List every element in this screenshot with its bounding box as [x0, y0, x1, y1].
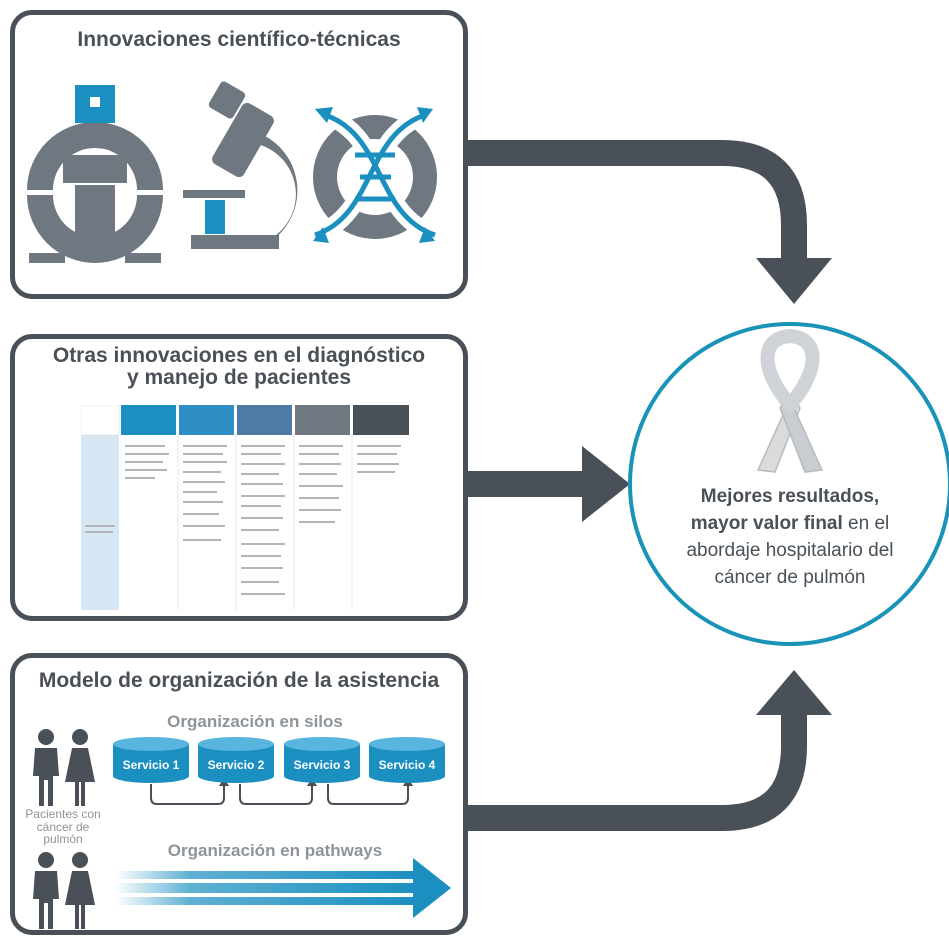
service-label-3: Servicio 3: [294, 758, 351, 772]
other-title-line2: y manejo de pacientes: [126, 366, 352, 390]
service-cylinder-3: [284, 737, 360, 783]
mri-scanner-icon: [27, 85, 163, 263]
patients-label-line1: Pacientes con: [25, 807, 101, 821]
outcome-line4: cáncer de pulmón: [714, 566, 866, 588]
person-male-icon: [33, 852, 59, 929]
awareness-ribbon-icon: [756, 328, 824, 473]
service-label-2: Servicio 2: [208, 758, 265, 772]
dna-icon: [311, 106, 439, 244]
microscope-icon: [183, 81, 298, 249]
service-label-4: Servicio 4: [379, 758, 436, 772]
other-innovations-title: Otras innovaciones en el diagnóstico y m…: [15, 344, 463, 390]
innovations-title: Innovaciones científico-técnicas: [77, 28, 401, 51]
person-male-icon: [33, 729, 59, 806]
organization-panel: Modelo de organización de la asistencia …: [10, 653, 468, 935]
outcome-rest-line2: en el: [842, 512, 890, 534]
patients-label-line3: pulmón: [43, 832, 83, 847]
pathways-label: Organización en pathways: [167, 841, 383, 860]
outcome-text: Mejores resultados, mayor valor final en…: [640, 484, 940, 592]
person-female-icon: [65, 852, 95, 929]
patients-label: Pacientes con cáncer de pulmón: [15, 808, 111, 846]
person-female-icon: [65, 729, 95, 806]
arrow-head-up: [756, 670, 832, 715]
service-label-1: Servicio 1: [123, 758, 180, 772]
organization-title: Modelo de organización de la asistencia: [38, 669, 440, 692]
other-title-line1: Otras innovaciones en el diagnóstico: [52, 344, 426, 367]
outcome-bold-line1: Mejores resultados,: [700, 486, 880, 507]
service-cylinder-2: [198, 737, 274, 783]
outcome-bold-line2: mayor valor final: [690, 512, 843, 534]
innovations-icons: [27, 81, 439, 263]
process-table-thumbnail: [81, 405, 411, 610]
service-cylinder-4: [369, 737, 445, 783]
arrow-head-down: [756, 258, 832, 304]
innovations-panel: Innovaciones científico-técnicas: [10, 10, 468, 299]
patients-label-line2: cáncer de: [36, 819, 90, 834]
organization-diagram: Servicio 1 Servicio 2 Servicio 3 Servici…: [33, 729, 451, 929]
silos-label: Organización en silos: [167, 712, 343, 731]
other-innovations-panel: Otras innovaciones en el diagnóstico y m…: [10, 334, 468, 621]
arrow-head-right: [582, 446, 630, 522]
pathways-arrow: [115, 858, 451, 918]
service-cylinder-1: [113, 737, 189, 783]
outcome-line3: abordaje hospitalario del: [686, 539, 894, 561]
